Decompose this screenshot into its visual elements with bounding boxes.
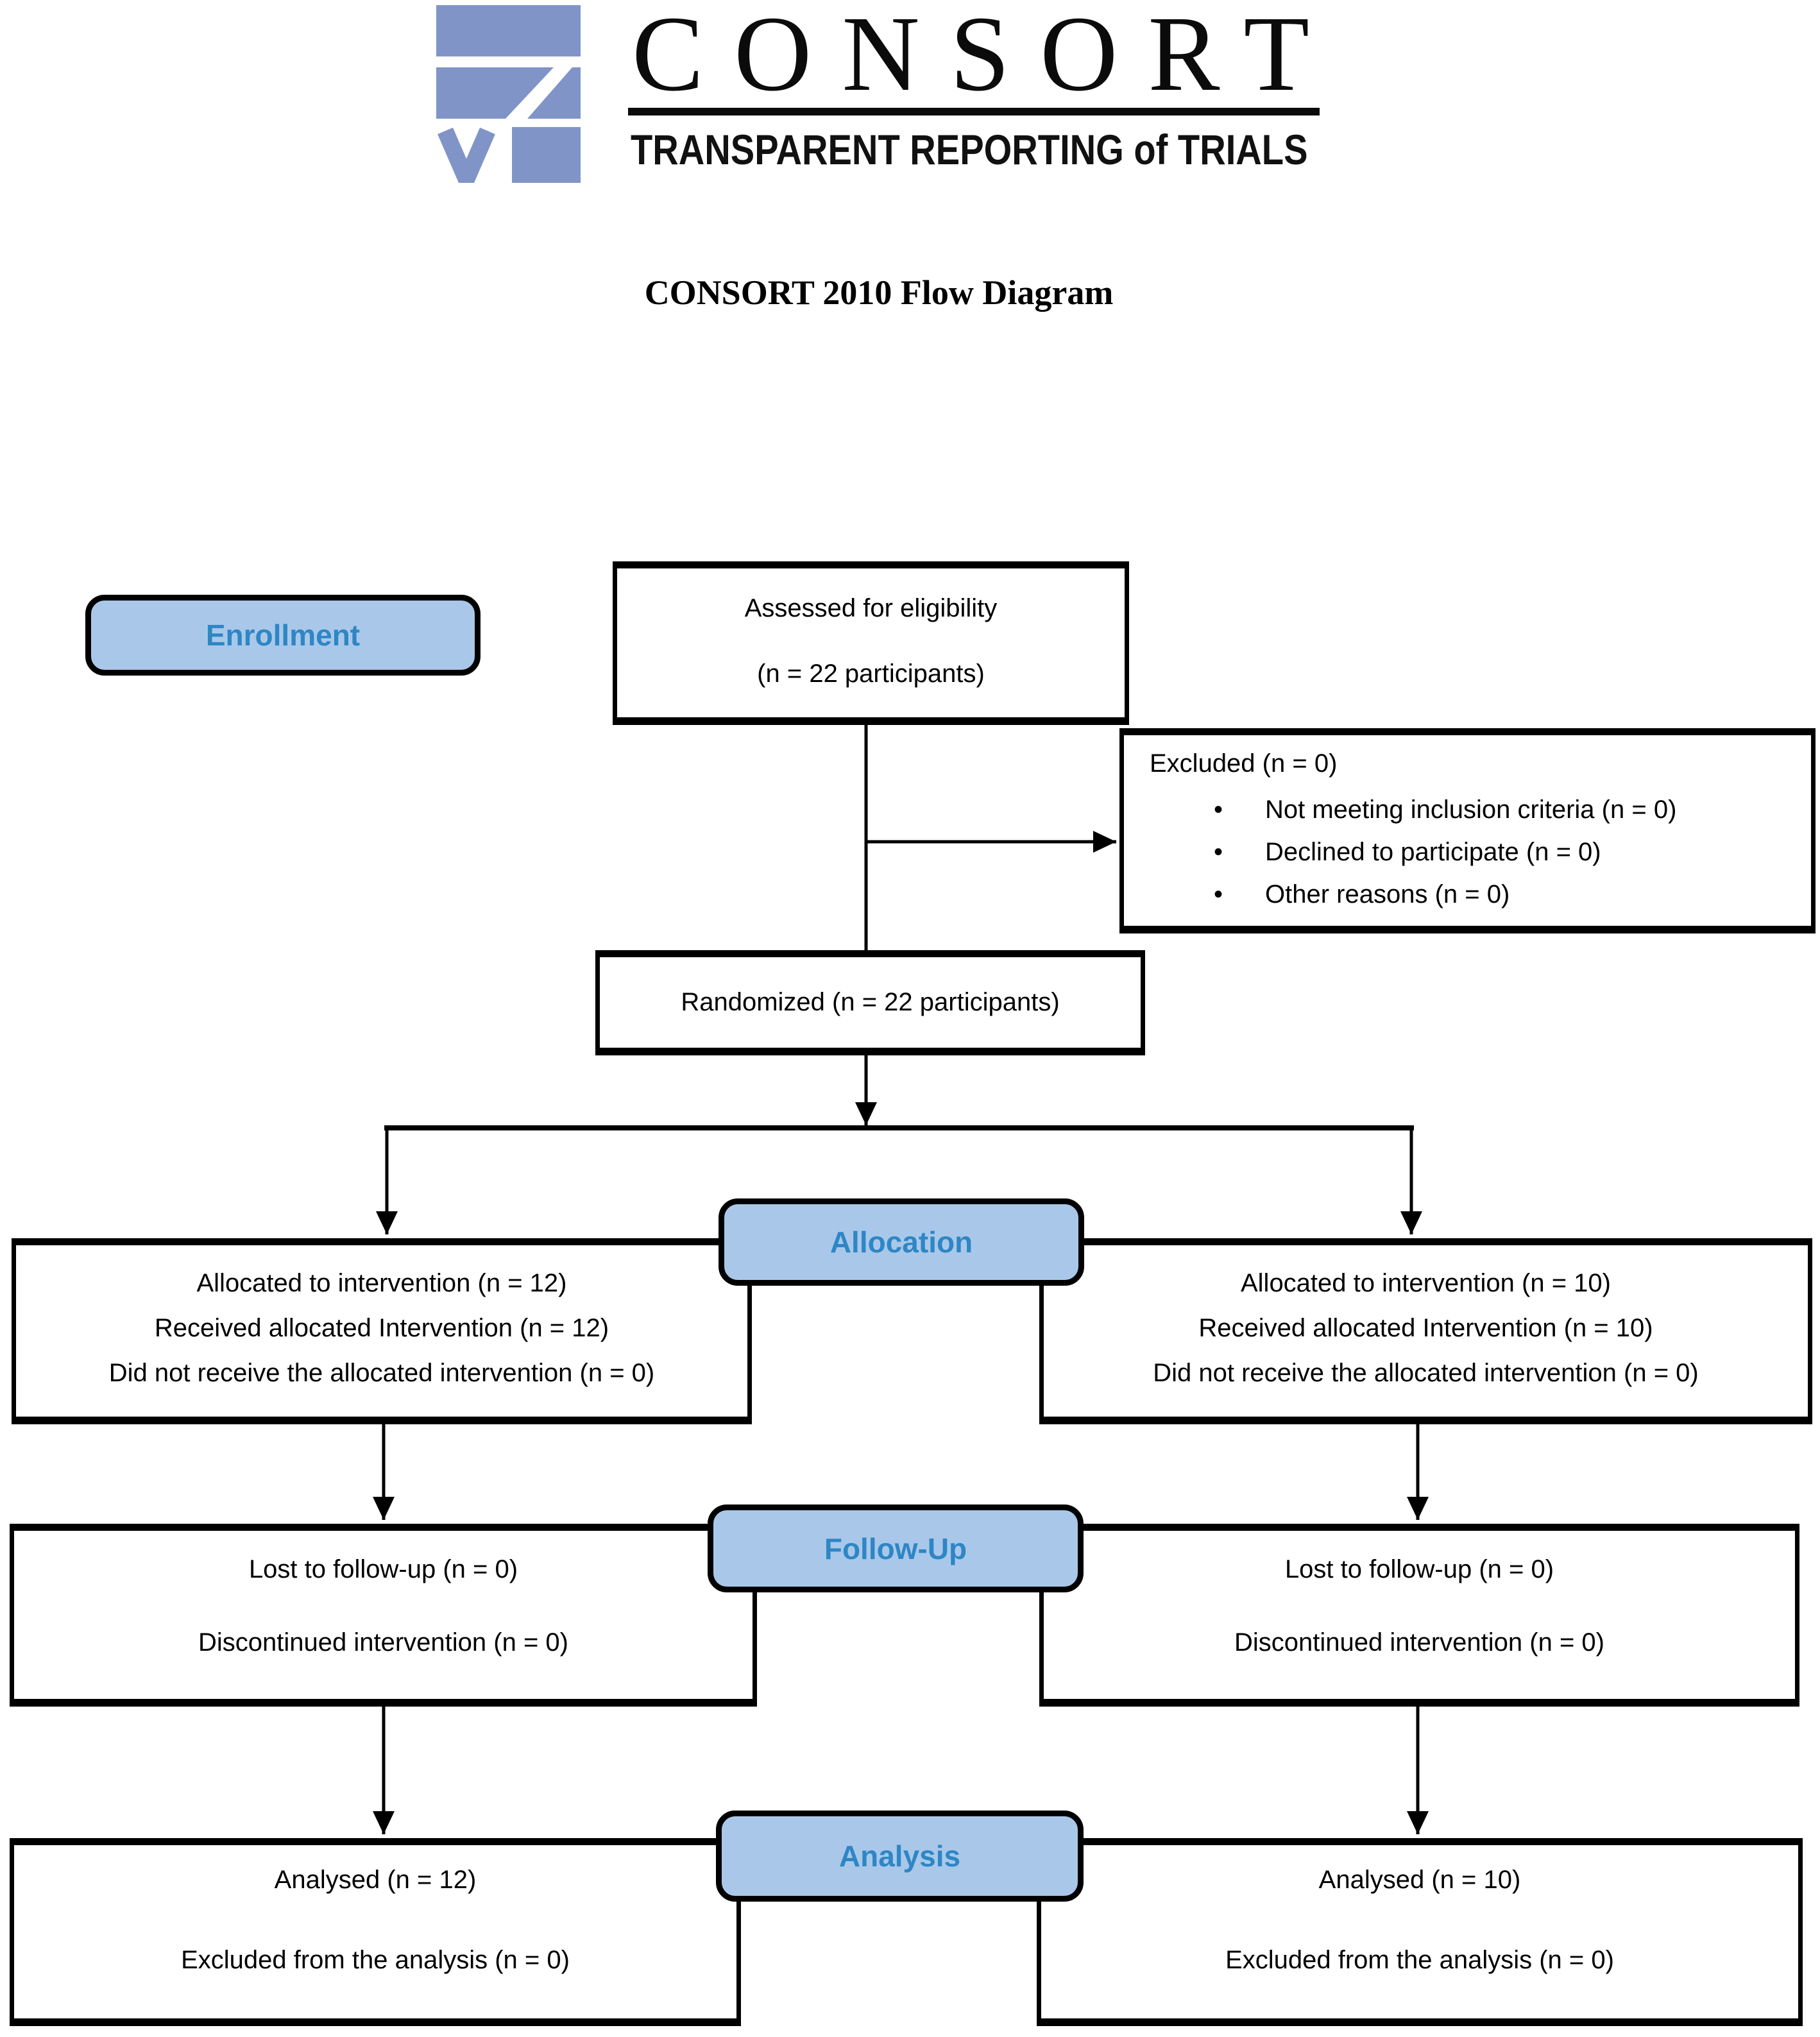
logo-divider [628, 108, 1320, 115]
figure-title: CONSORT 2010 Flow Diagram [644, 273, 1114, 312]
alloc-left-line2: Received allocated Intervention (n = 12) [154, 1314, 609, 1342]
excluded-bullet-2-text: Declined to participate (n = 0) [1265, 838, 1601, 866]
excluded-bullet-1: • Not meeting inclusion criteria (n = 0) [1214, 794, 1676, 825]
excluded-box: Excluded (n = 0) • Not meeting inclusion … [1119, 728, 1816, 933]
excluded-bullet-3-text: Other reasons (n = 0) [1265, 880, 1510, 908]
stage-label-allocation: Allocation [719, 1198, 1084, 1286]
alloc-right-line1: Allocated to intervention (n = 10) [1240, 1269, 1611, 1297]
stage-label-analysis: Analysis [716, 1811, 1084, 1902]
excluded-bullet-3: • Other reasons (n = 0) [1214, 879, 1510, 910]
analysis-right-line2: Excluded from the analysis (n = 0) [1225, 1946, 1614, 1974]
alloc-right-line2: Received allocated Intervention (n = 10) [1198, 1314, 1653, 1342]
stage-label-enrollment: Enrollment [85, 595, 481, 676]
randomized-box: Randomized (n = 22 participants) [595, 950, 1145, 1055]
allocation-left-box: Allocated to intervention (n = 12) Recei… [12, 1238, 752, 1424]
analysis-left-box: Analysed (n = 12) Excluded from the anal… [10, 1838, 741, 2026]
analysis-left-line1: Analysed (n = 12) [274, 1866, 477, 1894]
followup-left-line2: Discontinued intervention (n = 0) [198, 1628, 568, 1657]
analysis-right-line1: Analysed (n = 10) [1318, 1866, 1521, 1894]
alloc-left-line1: Allocated to intervention (n = 12) [196, 1269, 567, 1297]
stage-label-enrollment-text: Enrollment [205, 618, 361, 652]
alloc-left-line3: Did not receive the allocated interventi… [108, 1359, 655, 1387]
bullet-icon: • [1214, 838, 1223, 866]
logo-wordmark: CONSORT [632, 0, 1340, 114]
stage-label-analysis-text: Analysis [838, 1839, 961, 1873]
stage-label-allocation-text: Allocation [829, 1225, 973, 1259]
followup-right-line2: Discontinued intervention (n = 0) [1234, 1628, 1604, 1657]
consort-logo-icon [436, 5, 581, 183]
excluded-bullet-2: • Declined to participate (n = 0) [1214, 837, 1601, 867]
assessed-line1: Assessed for eligibility [744, 594, 998, 622]
excluded-bullet-1-text: Not meeting inclusion criteria (n = 0) [1265, 796, 1677, 824]
followup-right-line1: Lost to follow-up (n = 0) [1284, 1555, 1554, 1583]
bullet-icon: • [1214, 796, 1223, 824]
analysis-right-box: Analysed (n = 10) Excluded from the anal… [1037, 1838, 1803, 2026]
randomized-text: Randomized (n = 22 participants) [681, 988, 1060, 1016]
followup-left-box: Lost to follow-up (n = 0) Discontinued i… [10, 1524, 757, 1707]
followup-right-box: Lost to follow-up (n = 0) Discontinued i… [1039, 1524, 1799, 1707]
alloc-right-line3: Did not receive the allocated interventi… [1153, 1359, 1699, 1387]
stage-label-followup-text: Follow-Up [824, 1531, 967, 1565]
excluded-title: Excluded (n = 0) [1150, 749, 1338, 778]
analysis-left-line2: Excluded from the analysis (n = 0) [181, 1946, 570, 1974]
logo-tagline: TRANSPARENT REPORTING of TRIALS [631, 126, 1308, 173]
bullet-icon: • [1214, 880, 1223, 908]
followup-left-line1: Lost to follow-up (n = 0) [248, 1555, 518, 1583]
allocation-right-box: Allocated to intervention (n = 10) Recei… [1039, 1238, 1812, 1424]
stage-label-followup: Follow-Up [708, 1504, 1084, 1592]
assessed-box: Assessed for eligibility (n = 22 partici… [613, 561, 1129, 725]
assessed-line2: (n = 22 participants) [757, 660, 985, 688]
